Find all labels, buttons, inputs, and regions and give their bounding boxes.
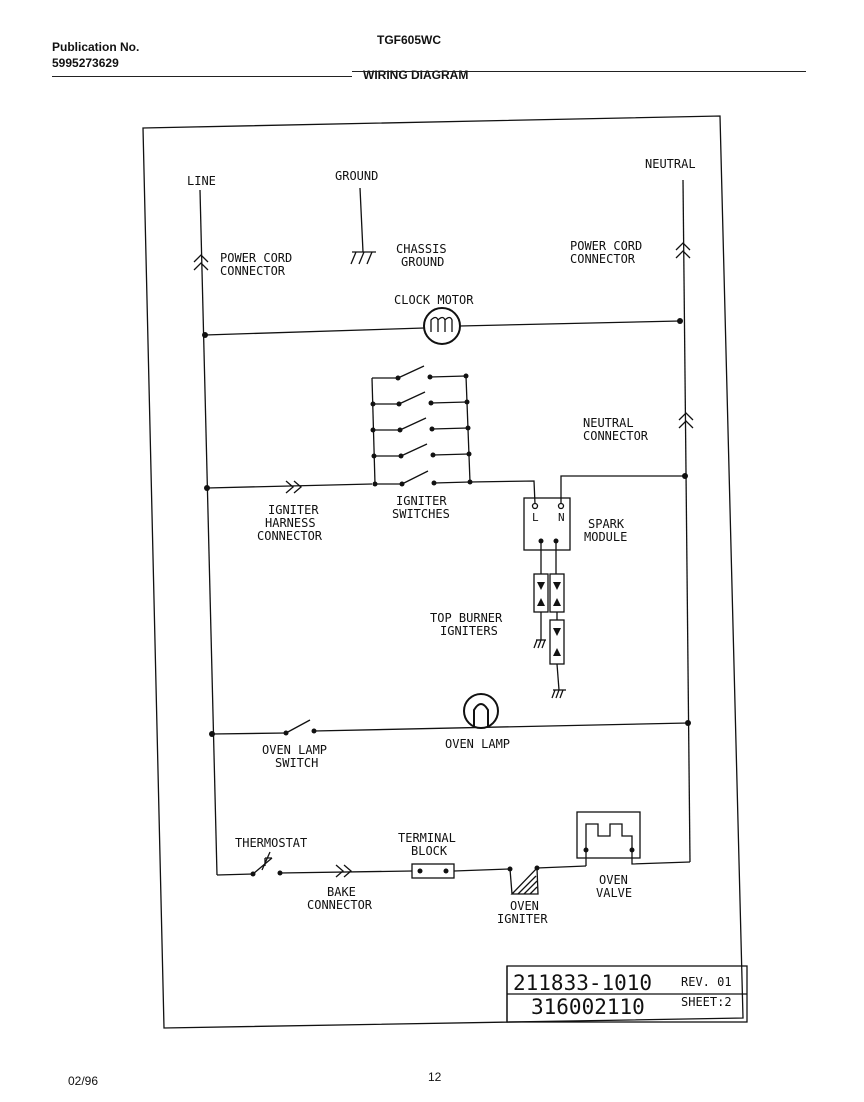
neutral-connector-label-2: CONNECTOR bbox=[583, 429, 649, 443]
igniter-harness-label-2: HARNESS bbox=[265, 516, 316, 530]
line-rail bbox=[199, 189, 218, 876]
header-rule-left bbox=[52, 76, 352, 77]
footer-page-number: 12 bbox=[428, 1070, 442, 1084]
oven-lamp-wire-right bbox=[313, 722, 689, 732]
igniter-harness-connector-symbol bbox=[285, 480, 302, 494]
oven-lamp-switch-symbol bbox=[283, 719, 317, 736]
ground-wire bbox=[359, 187, 364, 253]
thermostat-symbol bbox=[250, 851, 283, 877]
terminal-block-label-2: BLOCK bbox=[411, 844, 448, 858]
power-cord-connector-right-label-1: POWER CORD bbox=[570, 239, 642, 253]
oven-lamp-wire-left bbox=[211, 732, 287, 735]
junction-dot bbox=[202, 332, 208, 338]
spark-module-l-terminal: L bbox=[532, 511, 539, 524]
title-block-revision: REV. 01 bbox=[681, 975, 732, 989]
chassis-ground-label-1: CHASSIS bbox=[396, 242, 447, 256]
bake-wire-left bbox=[216, 873, 254, 876]
publication-number: 5995273629 bbox=[52, 56, 119, 70]
title-block-part-number: 211833-1010 bbox=[513, 971, 652, 995]
neutral-connector-label-1: NEUTRAL bbox=[583, 416, 634, 430]
power-cord-connector-right-label-2: CONNECTOR bbox=[570, 252, 636, 266]
oven-igniter-symbol bbox=[507, 865, 540, 895]
oven-igniter-label-1: OVEN bbox=[510, 899, 539, 913]
terminal-block-label-1: TERMINAL bbox=[398, 831, 456, 845]
power-cord-connector-right-symbol bbox=[675, 242, 691, 259]
junction-dot bbox=[682, 473, 688, 479]
title-block bbox=[506, 965, 748, 1023]
ground-label: GROUND bbox=[335, 169, 378, 183]
bake-connector-symbol bbox=[335, 864, 352, 878]
oven-igniter-label-2: IGNITER bbox=[497, 912, 548, 926]
valve-lead-right bbox=[631, 850, 691, 865]
oven-lamp-switch-label-1: OVEN LAMP bbox=[262, 743, 327, 757]
title-block-number: 316002110 bbox=[531, 995, 645, 1019]
terminal-block-symbol bbox=[411, 863, 455, 879]
oven-valve-symbol bbox=[576, 811, 641, 859]
oven-valve-label-1: OVEN bbox=[599, 873, 628, 887]
igniter-harness-label-1: IGNITER bbox=[268, 503, 319, 517]
clock-motor-symbol bbox=[423, 307, 461, 345]
bake-wire-to-igniter bbox=[453, 868, 511, 872]
spark-module-label-2: MODULE bbox=[584, 530, 627, 544]
oven-valve-label-2: VALVE bbox=[596, 886, 632, 900]
spark-module-l-wire bbox=[469, 480, 536, 505]
neutral-rail bbox=[682, 179, 691, 863]
junction-dot bbox=[677, 318, 683, 324]
chassis-ground-symbol bbox=[350, 251, 376, 265]
igniter-harness-label-3: CONNECTOR bbox=[257, 529, 323, 543]
igniter-feed-wire bbox=[206, 483, 373, 489]
neutral-connector-symbol bbox=[678, 412, 694, 429]
junction-dot bbox=[685, 720, 691, 726]
chassis-ground-label-2: GROUND bbox=[401, 255, 444, 269]
publication-label: Publication No. bbox=[52, 40, 140, 54]
neutral-label: NEUTRAL bbox=[645, 157, 696, 171]
power-cord-connector-left-label-2: CONNECTOR bbox=[220, 264, 286, 278]
header-rule-right bbox=[352, 71, 806, 72]
clock-motor-label: CLOCK MOTOR bbox=[394, 293, 474, 307]
spark-module-box bbox=[523, 497, 571, 551]
top-burner-igniters-symbol bbox=[533, 541, 566, 699]
title-block-sheet: SHEET:2 bbox=[681, 995, 732, 1009]
bake-connector-label-2: CONNECTOR bbox=[307, 898, 373, 912]
spark-module-n-wire bbox=[560, 475, 685, 504]
oven-lamp-label: OVEN LAMP bbox=[445, 737, 510, 751]
bake-wire-to-valve bbox=[536, 865, 587, 869]
clock-motor-wire-right bbox=[459, 320, 681, 327]
footer-date: 02/96 bbox=[68, 1074, 99, 1088]
oven-lamp-switch-label-2: SWITCH bbox=[275, 756, 318, 770]
top-burner-igniters-label-1: TOP BURNER bbox=[430, 611, 503, 625]
igniter-switches-label-1: IGNITER bbox=[396, 494, 447, 508]
power-cord-connector-left-label-1: POWER CORD bbox=[220, 251, 292, 265]
model-number: TGF605WC bbox=[377, 33, 442, 47]
spark-module-n-terminal: N bbox=[558, 511, 565, 524]
bake-connector-label-1: BAKE bbox=[327, 885, 356, 899]
junction-dot bbox=[209, 731, 215, 737]
bake-wire-mid bbox=[279, 870, 413, 874]
clock-motor-wire-left bbox=[204, 327, 425, 336]
thermostat-label: THERMOSTAT bbox=[235, 836, 307, 850]
top-burner-igniters-label-2: IGNITERS bbox=[440, 624, 498, 638]
igniter-switches-label-2: SWITCHES bbox=[392, 507, 450, 521]
junction-dot bbox=[204, 485, 210, 491]
power-cord-connector-left-symbol bbox=[193, 254, 209, 271]
spark-module-label-1: SPARK bbox=[588, 517, 625, 531]
igniter-switch-bank bbox=[370, 365, 473, 487]
oven-lamp-symbol bbox=[463, 693, 499, 729]
diagram-frame bbox=[142, 115, 744, 1029]
line-label: LINE bbox=[187, 174, 216, 188]
